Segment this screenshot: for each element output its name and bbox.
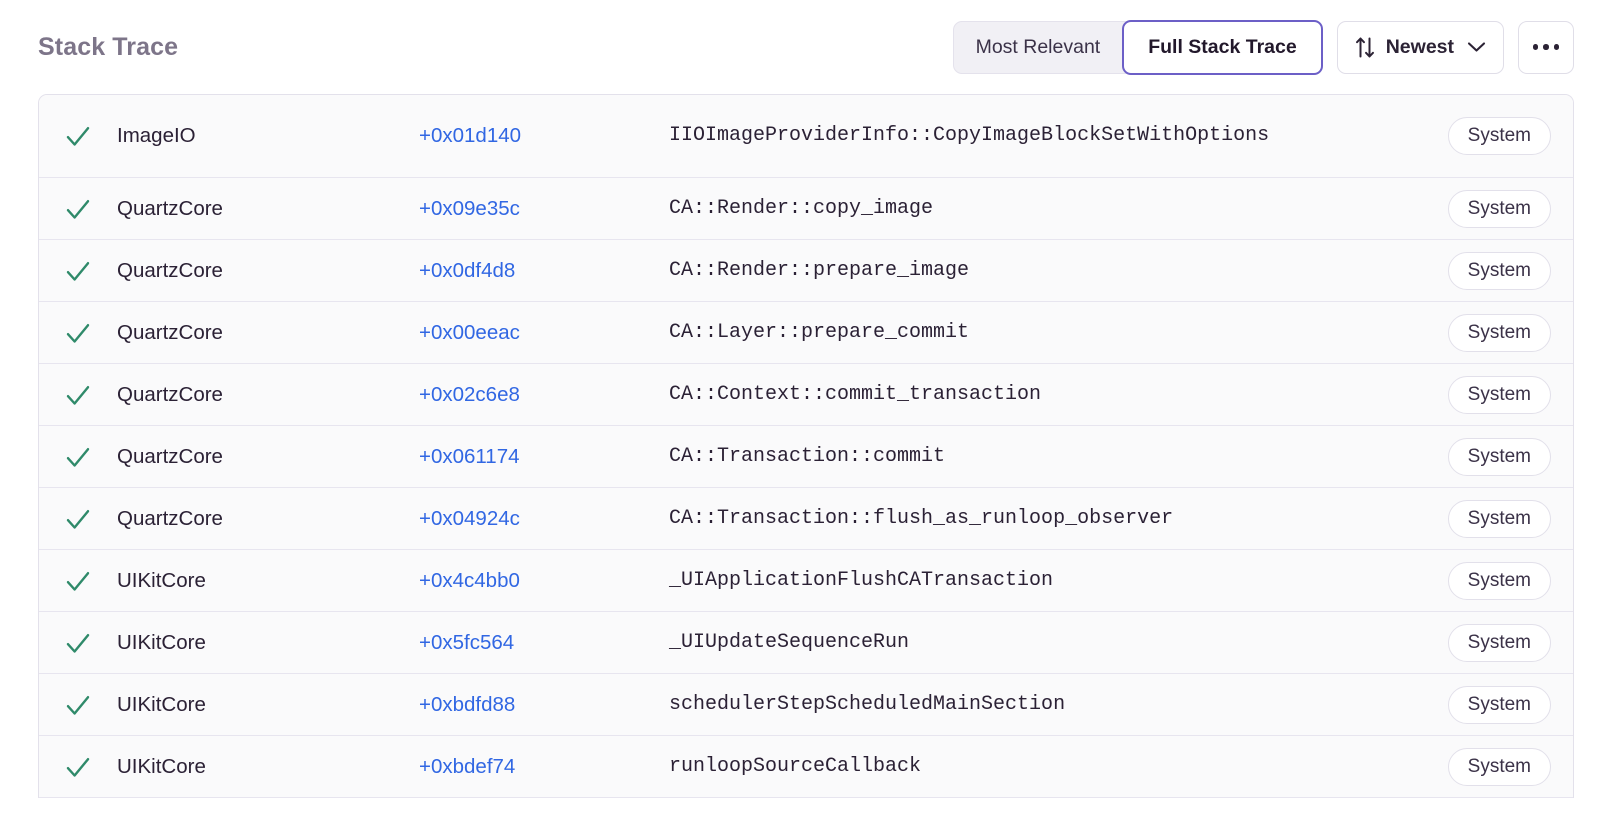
frame-address-link[interactable]: +0x5fc564	[419, 630, 515, 654]
frame-package: QuartzCore	[117, 258, 223, 282]
frame-package: QuartzCore	[117, 320, 223, 344]
tab-most-relevant[interactable]: Most Relevant	[954, 21, 1123, 74]
frame-badge-cell: System	[1416, 313, 1551, 352]
frame-address-link[interactable]: +0x061174	[419, 444, 520, 468]
chevron-down-icon	[1467, 41, 1486, 53]
check-icon	[39, 488, 117, 549]
frame-function-name: IIOImageProviderInfo::CopyImageBlockSetW…	[669, 124, 1270, 147]
frame-function-name: CA::Transaction::commit	[669, 445, 946, 468]
frame-address-link[interactable]: +0xbdef74	[419, 754, 516, 778]
frame-badge-cell: System	[1416, 189, 1551, 228]
frame-function-name: CA::Transaction::flush_as_runloop_observ…	[669, 507, 1174, 530]
check-icon	[39, 95, 117, 177]
frame-function-name: runloopSourceCallback	[669, 755, 922, 778]
table-row[interactable]: QuartzCore +0x02c6e8 CA::Context::commit_t…	[39, 364, 1573, 426]
frame-package: UIKitCore	[117, 568, 206, 592]
frame-function-name: _UIApplicationFlushCATransaction	[669, 569, 1054, 592]
table-row[interactable]: UIKitCore +0x4c4bb0 _UIApplicationFlushCAT…	[39, 550, 1573, 612]
frame-package: UIKitCore	[117, 754, 206, 778]
status-badge: System	[1447, 313, 1551, 352]
view-mode-segmented-control[interactable]: Most Relevant Full Stack Trace	[952, 19, 1323, 75]
frame-package: QuartzCore	[117, 382, 223, 406]
frame-address-link[interactable]: +0x0df4d8	[419, 258, 516, 282]
frame-badge-cell: System	[1416, 375, 1551, 414]
status-badge: System	[1447, 747, 1551, 786]
check-icon	[39, 612, 117, 673]
table-row[interactable]: UIKitCore +0xbdfd88 schedulerStepScheduled…	[39, 674, 1573, 736]
frame-badge-cell: System	[1416, 623, 1551, 662]
check-icon	[39, 178, 117, 239]
more-options-button[interactable]	[1518, 20, 1574, 74]
frame-badge-cell: System	[1416, 561, 1551, 600]
frame-function-name: CA::Context::commit_transaction	[669, 383, 1042, 406]
frame-package: UIKitCore	[117, 692, 206, 716]
check-icon	[39, 240, 117, 301]
frame-address-link[interactable]: +0x01d140	[419, 124, 522, 147]
sort-button[interactable]: Newest	[1336, 20, 1504, 74]
panel-header: Stack Trace Most Relevant Full Stack Tra…	[0, 0, 1614, 94]
table-row[interactable]: QuartzCore +0x061174 CA::Transaction::comm…	[39, 426, 1573, 488]
table-row[interactable]: ImageIO +0x01d140 IIOImageProviderInfo::Co…	[39, 95, 1573, 178]
frame-function-name: schedulerStepScheduledMainSection	[669, 693, 1066, 716]
table-row[interactable]: UIKitCore +0x5fc564 _UIUpdateSequenceRun Sy…	[39, 612, 1573, 674]
check-icon	[39, 674, 117, 735]
frame-badge-cell: System	[1416, 437, 1551, 476]
tab-full-stack-trace[interactable]: Full Stack Trace	[1122, 19, 1323, 75]
table-row[interactable]: UIKitCore +0xbdef74 runloopSourceCallback S…	[39, 736, 1573, 798]
table-row[interactable]: QuartzCore +0x0df4d8 CA::Render::prepare_i…	[39, 240, 1573, 302]
frame-package: UIKitCore	[117, 630, 206, 654]
check-icon	[39, 302, 117, 363]
sort-arrows-icon	[1355, 36, 1375, 58]
frame-badge-cell: System	[1416, 499, 1551, 538]
frame-address-link[interactable]: +0xbdfd88	[419, 692, 516, 716]
frame-function-name: CA::Render::prepare_image	[669, 259, 970, 282]
toolbar: Most Relevant Full Stack Trace Newest	[952, 19, 1574, 75]
frame-address-link[interactable]: +0x09e35c	[419, 196, 520, 220]
frame-package: QuartzCore	[117, 444, 223, 468]
frame-package: ImageIO	[117, 124, 196, 147]
status-badge: System	[1447, 189, 1551, 228]
frame-badge-cell: System	[1416, 251, 1551, 290]
frame-package: QuartzCore	[117, 506, 223, 530]
ellipsis-icon	[1532, 44, 1560, 50]
frame-function-name: CA::Render::copy_image	[669, 197, 934, 220]
sort-label: Newest	[1385, 35, 1454, 58]
table-row[interactable]: QuartzCore +0x04924c CA::Transaction::flus…	[39, 488, 1573, 550]
check-icon	[39, 364, 117, 425]
status-badge: System	[1447, 375, 1551, 414]
frame-badge-cell: System	[1416, 747, 1551, 786]
stack-frame-list: ImageIO +0x01d140 IIOImageProviderInfo::Co…	[38, 94, 1574, 798]
check-icon	[39, 736, 117, 797]
frame-address-link[interactable]: +0x04924c	[419, 506, 520, 530]
frame-package: QuartzCore	[117, 196, 223, 220]
frame-address-link[interactable]: +0x4c4bb0	[419, 568, 520, 592]
frame-badge-cell: System	[1416, 117, 1551, 155]
check-icon	[39, 426, 117, 487]
frame-function-name: _UIUpdateSequenceRun	[669, 631, 910, 654]
frame-address-link[interactable]: +0x00eeac	[419, 320, 520, 344]
check-icon	[39, 550, 117, 611]
status-badge: System	[1447, 437, 1551, 476]
status-badge: System	[1447, 561, 1551, 600]
frame-address-link[interactable]: +0x02c6e8	[419, 382, 520, 406]
status-badge: System	[1447, 251, 1551, 290]
frame-badge-cell: System	[1416, 685, 1551, 724]
status-badge: System	[1447, 499, 1551, 538]
table-row[interactable]: QuartzCore +0x00eeac CA::Layer::prepare_co…	[39, 302, 1573, 364]
page-title: Stack Trace	[38, 32, 179, 61]
table-row[interactable]: QuartzCore +0x09e35c CA::Render::copy_imag…	[39, 178, 1573, 240]
frame-function-name: CA::Layer::prepare_commit	[669, 321, 970, 344]
status-badge: System	[1447, 117, 1551, 155]
status-badge: System	[1447, 685, 1551, 724]
status-badge: System	[1447, 623, 1551, 662]
